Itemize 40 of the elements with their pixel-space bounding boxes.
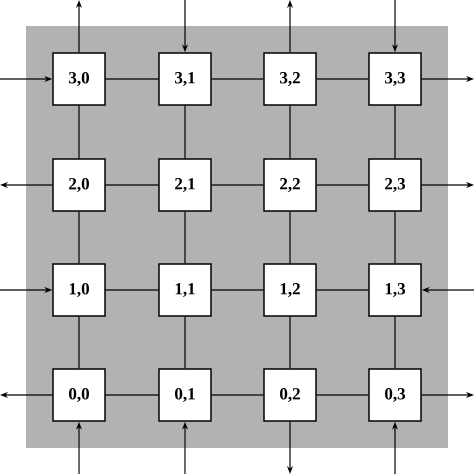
processor-box: 3,3 [368,52,422,106]
connection-line [78,106,80,158]
processor-box: 2,3 [368,158,422,212]
processor-box: 0,1 [158,368,212,422]
connection-line [106,184,158,186]
connection-line [289,212,291,264]
processor-box: 3,2 [263,52,317,106]
connection-line [394,212,396,264]
processor-box: 2,2 [263,158,317,212]
connection-line [316,184,368,186]
processor-box: 1,1 [158,263,212,317]
connection-line [78,212,80,264]
processor-box: 2,1 [158,158,212,212]
connection-line [184,212,186,264]
processor-box: 2,0 [52,158,106,212]
connection-line [106,78,158,80]
processor-box: 1,3 [368,263,422,317]
connection-line [78,316,80,368]
connection-line [289,106,291,158]
processor-box: 3,1 [158,52,212,106]
connection-line [212,184,264,186]
connection-line [394,106,396,158]
connection-line [316,394,368,396]
processor-box: 0,0 [52,368,106,422]
processor-box: 1,0 [52,263,106,317]
connection-line [394,316,396,368]
processor-box: 3,0 [52,52,106,106]
connection-line [184,316,186,368]
connection-line [106,289,158,291]
processor-box: 0,2 [263,368,317,422]
connection-line [316,78,368,80]
connection-line [316,289,368,291]
connection-line [289,316,291,368]
connection-line [212,394,264,396]
connection-line [106,394,158,396]
connection-line [212,78,264,80]
connection-line [212,289,264,291]
processor-box: 0,3 [368,368,422,422]
processor-box: 1,2 [263,263,317,317]
connection-line [184,106,186,158]
